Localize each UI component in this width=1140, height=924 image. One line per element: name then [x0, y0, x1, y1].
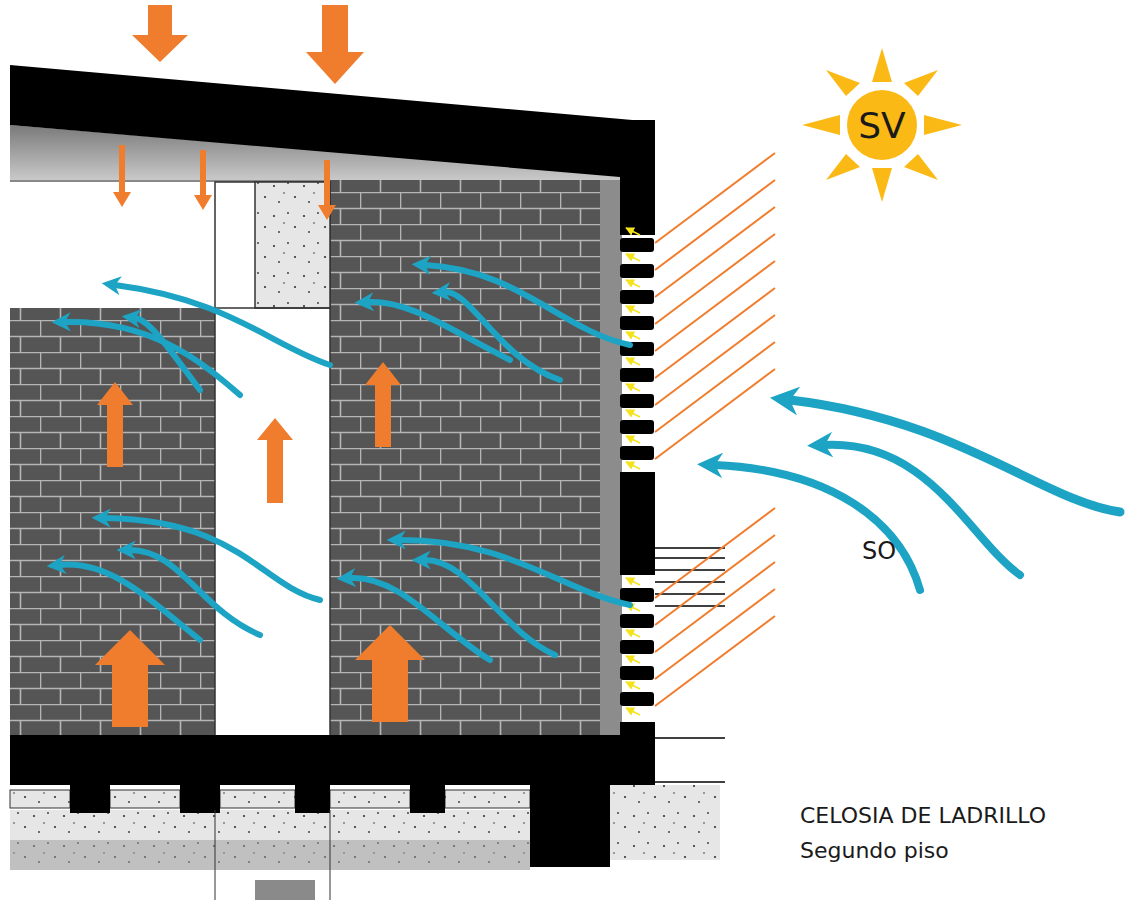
orientation-label: SV [858, 105, 905, 146]
caption-text: Segundo piso [800, 838, 949, 863]
sun-circle: SV [847, 90, 917, 160]
caption-text: CELOSIA DE LADRILLO [800, 803, 1046, 828]
wind-direction-label: SO [862, 537, 896, 565]
